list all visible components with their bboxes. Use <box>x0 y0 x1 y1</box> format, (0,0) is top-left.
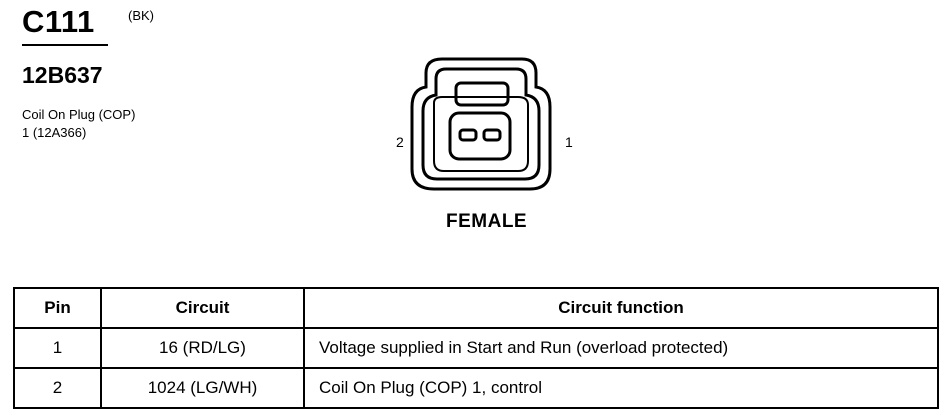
connector-terminal-cavity <box>448 111 512 161</box>
connector-color-code: (BK) <box>128 8 154 23</box>
pin-cell: 1 <box>13 327 102 369</box>
header-pin: Pin <box>13 287 102 329</box>
circuit-function-cell: Voltage supplied in Start and Run (overl… <box>303 327 939 369</box>
header-circuit: Circuit <box>100 287 305 329</box>
connector-gender-label: FEMALE <box>446 211 528 232</box>
part-number: 12B637 <box>22 62 103 88</box>
description-line-1: Coil On Plug (COP) <box>22 107 136 122</box>
pin-1-label: 1 <box>565 134 573 150</box>
connector-id-underline <box>22 44 108 46</box>
connector-latch <box>454 81 510 107</box>
connector-inner-housing <box>421 67 541 181</box>
pin-2-terminal <box>458 128 478 142</box>
pin-1-terminal <box>482 128 502 142</box>
table-row: 2 1024 (LG/WH) Coil On Plug (COP) 1, con… <box>13 367 939 409</box>
circuit-cell: 1024 (LG/WH) <box>100 367 305 409</box>
connector-face-diagram <box>410 57 552 191</box>
connector-inner-ridge <box>433 96 529 172</box>
circuit-function-cell: Coil On Plug (COP) 1, control <box>303 367 939 409</box>
pin-2-label: 2 <box>396 134 404 150</box>
pin-cell: 2 <box>13 367 102 409</box>
description-line-2: 1 (12A366) <box>22 125 87 140</box>
circuit-cell: 16 (RD/LG) <box>100 327 305 369</box>
connector-outer-housing <box>410 57 552 191</box>
connector-description: Coil On Plug (COP) 1 (12A366) <box>22 106 135 142</box>
table-header-row: Pin Circuit Circuit function <box>13 287 939 329</box>
table-row: 1 16 (RD/LG) Voltage supplied in Start a… <box>13 327 939 369</box>
connector-id: C111 <box>22 4 95 39</box>
header-circuit-function: Circuit function <box>303 287 939 329</box>
pin-circuit-table: Pin Circuit Circuit function 1 16 (RD/LG… <box>13 287 939 409</box>
